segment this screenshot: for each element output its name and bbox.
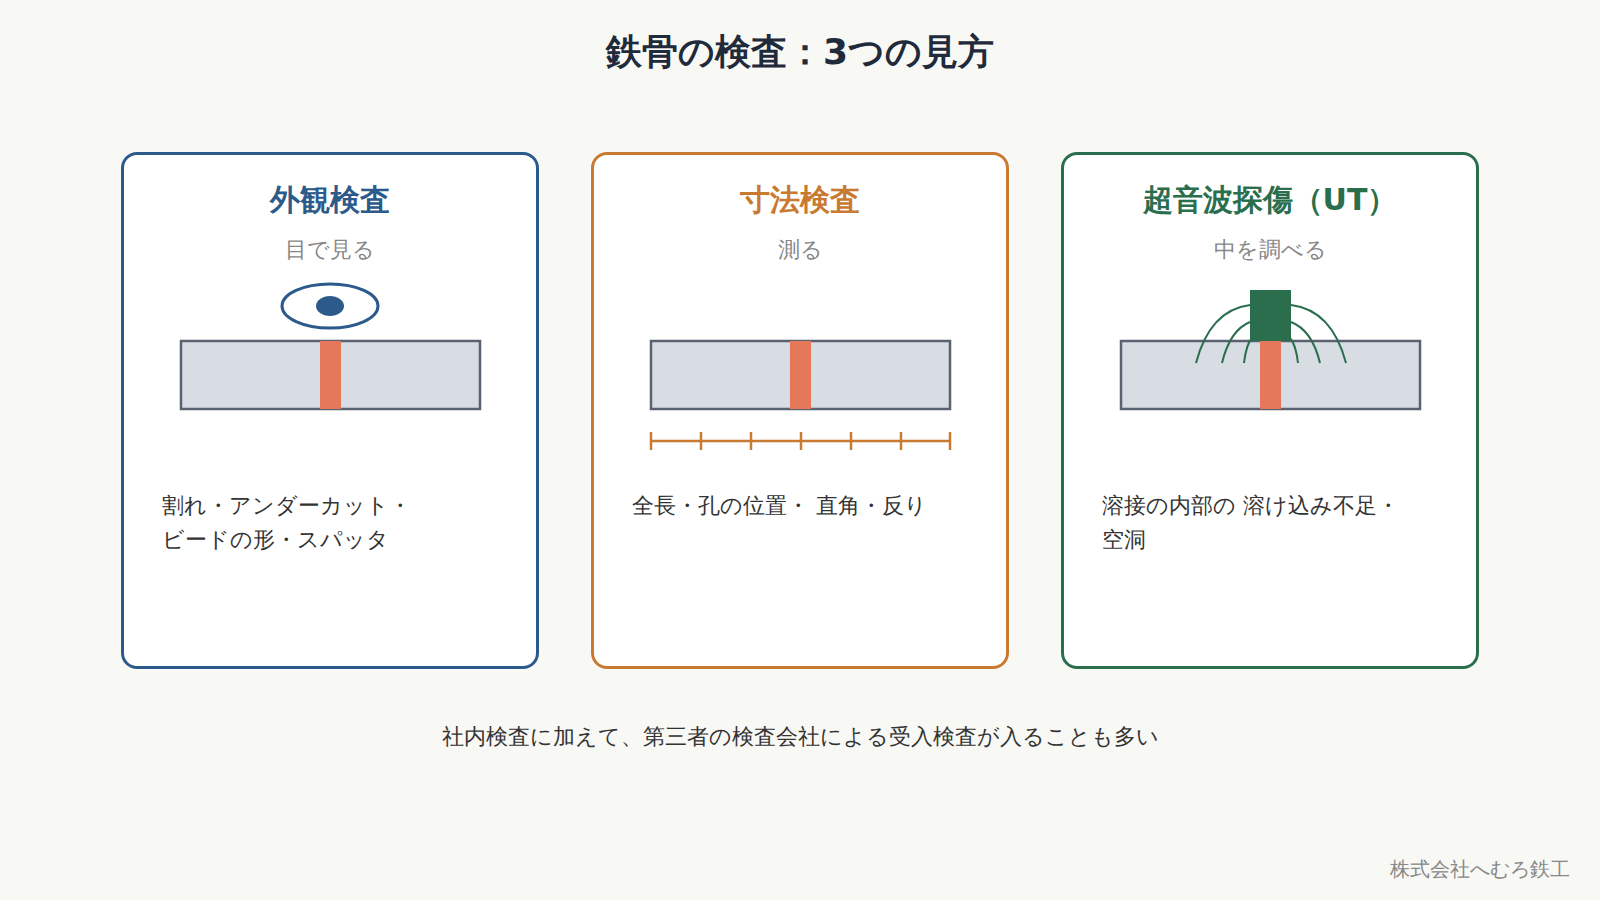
ruler xyxy=(651,432,950,450)
eye-pupil xyxy=(316,296,344,316)
body-text: 全長・孔の位置・ 直角・反り xyxy=(632,489,962,523)
heading: 超音波探傷（UT） xyxy=(1064,181,1476,219)
subtitle: 測る xyxy=(594,235,1006,265)
heading: 外観検査 xyxy=(124,181,536,219)
inspection-card: 超音波探傷（UT） 中を調べる溶接の内部の 溶け込み不足・空洞 xyxy=(1061,152,1479,669)
card-ground xyxy=(121,152,1479,669)
watermark: 株式会社へむろ鉄工 xyxy=(1390,856,1570,883)
heading: 寸法検査 xyxy=(594,181,1006,219)
body-text: 溶接の内部の 溶け込み不足・空洞 xyxy=(1102,489,1432,557)
weld xyxy=(320,341,341,409)
steel-plate xyxy=(651,341,950,409)
steel-plate xyxy=(181,341,480,409)
weld xyxy=(1260,341,1281,409)
eye-icon xyxy=(282,284,378,328)
body-text: 割れ・アンダーカット・ ビードの形・スパッタ xyxy=(162,489,492,557)
subtitle: 目で見る xyxy=(124,235,536,265)
inspection-card: 外観検査目で見る割れ・アンダーカット・ ビードの形・スパッタ xyxy=(121,152,539,669)
steel-plate xyxy=(1121,341,1420,409)
subtitle: 中を調べる xyxy=(1064,235,1476,265)
inspection-card: 寸法検査測る全長・孔の位置・ 直角・反り xyxy=(591,152,1009,669)
diagram-title: 鉄骨の検査：3つの見方 xyxy=(0,28,1600,77)
ut-probe xyxy=(1250,290,1291,341)
footnote: 社内検査に加えて、第三者の検査会社による受入検査が入ることも多い xyxy=(0,722,1600,752)
weld xyxy=(790,341,811,409)
